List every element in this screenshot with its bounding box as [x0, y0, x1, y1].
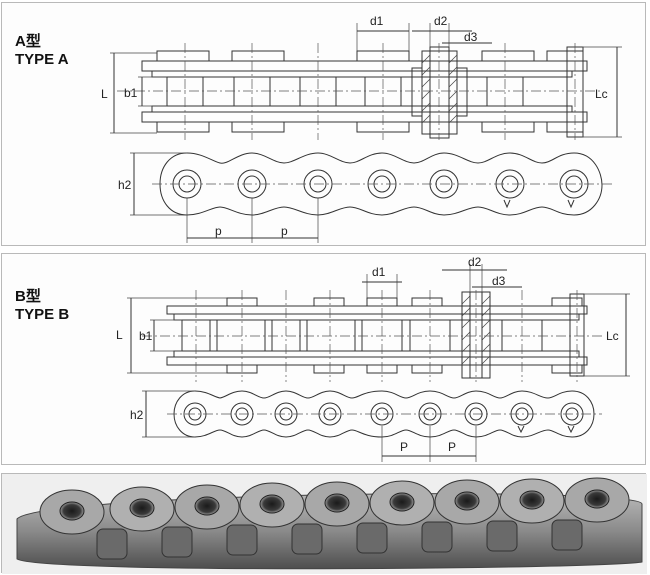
roller [306, 319, 356, 352]
pin-head [156, 121, 210, 133]
dim-Lc: Lc [595, 87, 608, 101]
plate-top-outer [141, 60, 588, 72]
pin-head [551, 297, 583, 307]
dim-d1: d1 [370, 14, 384, 28]
pin-hole [454, 491, 480, 511]
roller-side [161, 526, 193, 558]
plate-top-inner [151, 70, 573, 78]
plate-bottom-outer [141, 111, 588, 123]
roller-side [226, 524, 258, 556]
sectioned-pin [411, 46, 468, 139]
roller [216, 319, 266, 352]
type-b-dims-side: h2 P P [130, 390, 477, 462]
pin-head [156, 50, 210, 62]
side-outline [159, 152, 603, 216]
pin-head [481, 50, 535, 62]
dim-L: L [116, 328, 123, 342]
dim-Lc: Lc [606, 329, 619, 343]
pin-head [481, 121, 535, 133]
roller-side [486, 520, 518, 552]
type-b-dims-top: L b1 Lc d1 d2 d3 [116, 255, 630, 377]
plate-bottom-outer [166, 356, 588, 366]
type-b-side-view [167, 390, 602, 438]
dim-b1: b1 [139, 329, 153, 343]
pin-head [411, 364, 443, 374]
roller-side [551, 519, 583, 551]
pin-head [546, 121, 584, 133]
pin-head [313, 297, 345, 307]
chain-photo [2, 474, 647, 574]
type-b-top-view [142, 290, 602, 382]
pin-hole [389, 492, 415, 512]
pin-head [313, 364, 345, 374]
pin-head [546, 50, 584, 62]
type-a-dims-top: L b1 Lc d1 d2 d3 [101, 14, 622, 138]
type-a-dims-side: h2 p p [118, 152, 319, 243]
chain-photo-panel [1, 473, 647, 574]
pin-hole [59, 501, 85, 521]
dim-h2: h2 [130, 408, 144, 422]
pin-head [411, 297, 443, 307]
type-b-panel: B型 TYPE B [1, 253, 646, 465]
pin-head [551, 364, 583, 374]
dim-d2: d2 [434, 14, 448, 28]
plate-bottom-inner [151, 105, 573, 113]
plate-top-inner [173, 313, 580, 321]
pin-hole [584, 489, 610, 509]
type-a-panel: A型 TYPE A [1, 2, 646, 246]
dim-p: P [400, 440, 408, 454]
dim-p: P [448, 440, 456, 454]
pin-head [231, 50, 285, 62]
type-a-title-cn: A型 [15, 33, 41, 50]
plate-top-outer [166, 305, 588, 315]
type-a-title-en: TYPE A [15, 51, 69, 68]
dim-h2: h2 [118, 178, 132, 192]
dim-d3: d3 [464, 30, 478, 44]
pin-hole [324, 493, 350, 513]
plate-bottom-inner [173, 350, 580, 358]
type-b-drawing: L b1 Lc d1 d2 d3 [116, 255, 630, 462]
type-b-title-cn: B型 [15, 288, 41, 305]
dim-d2: d2 [468, 255, 482, 269]
roller-side [291, 523, 323, 555]
roller-side [421, 521, 453, 553]
pin-hole [519, 490, 545, 510]
dim-d1: d1 [372, 265, 386, 279]
dim-L: L [101, 87, 108, 101]
pin-hole [194, 496, 220, 516]
type-a-side-view [152, 152, 612, 216]
side-outline [173, 390, 595, 438]
pin-hole [259, 494, 285, 514]
dim-p: p [215, 224, 222, 238]
roller-side [96, 528, 128, 560]
roller-side [356, 522, 388, 554]
type-b-title-en: TYPE B [15, 306, 70, 323]
type-a-drawing: L b1 Lc d1 d2 d3 [101, 14, 622, 243]
dim-p: p [281, 224, 288, 238]
dim-d3: d3 [492, 274, 506, 288]
type-a-top-view [117, 43, 602, 140]
pin-head [231, 121, 285, 133]
dim-b1: b1 [124, 86, 138, 100]
pin-hole [129, 498, 155, 518]
